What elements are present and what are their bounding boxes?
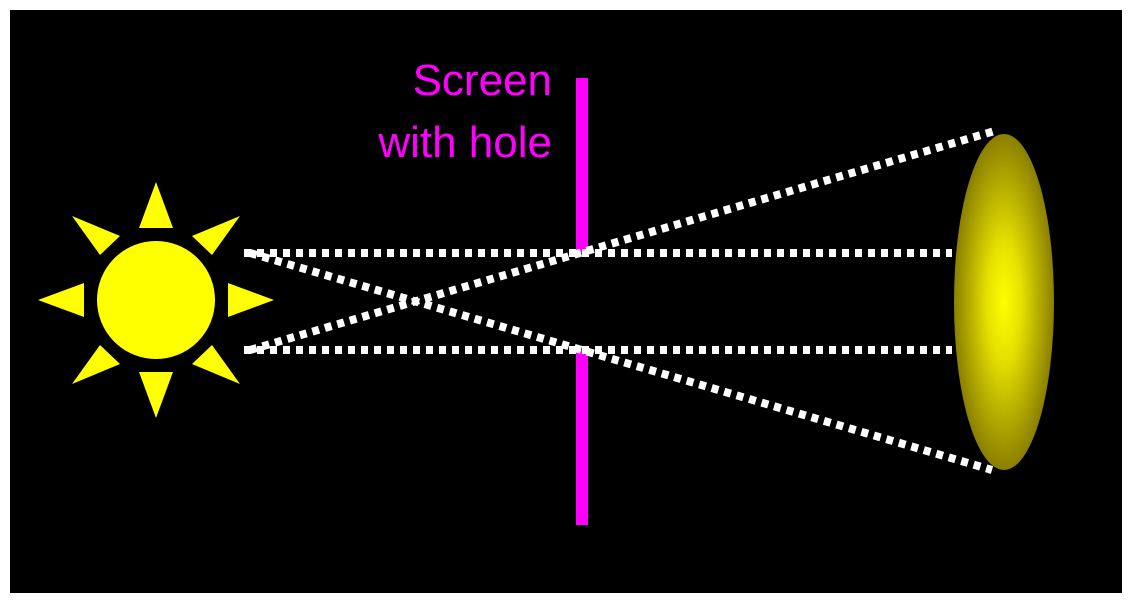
sun-disc [95,239,217,361]
screen-lower [576,350,588,525]
sun-icon [38,182,274,418]
projected-image [954,134,1054,470]
screen-label-line2: with hole [377,118,552,167]
screen-label-line1: Screen [413,56,552,105]
screen-upper [576,78,588,253]
